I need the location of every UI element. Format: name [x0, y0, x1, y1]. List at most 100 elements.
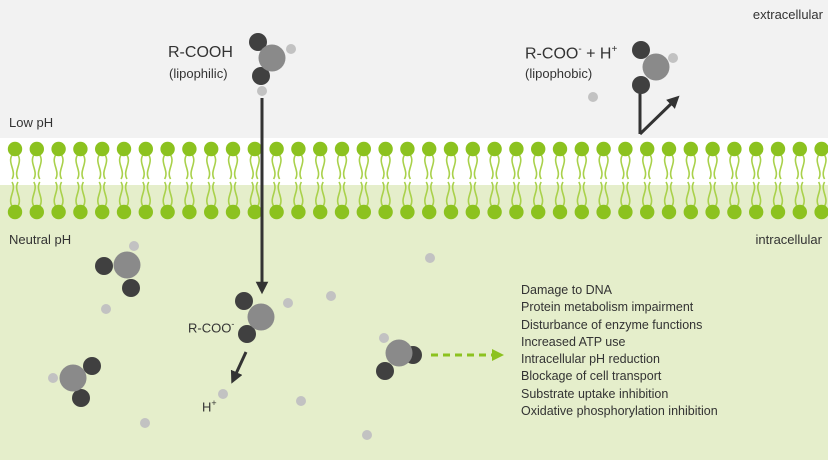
lipid-head — [182, 204, 197, 220]
anion-inside-label: R-COO- — [188, 319, 234, 335]
ion-plus-text: + H — [581, 45, 612, 63]
extracellular-label: extracellular — [752, 7, 823, 22]
lipid-tail — [669, 154, 675, 180]
lipid-tail — [539, 154, 544, 180]
lipid-tail — [336, 181, 342, 207]
lipid-tail — [467, 154, 472, 180]
lipid-head — [443, 204, 459, 220]
lipid-head — [531, 141, 546, 157]
lipid-tail — [31, 181, 36, 207]
lipid-head — [291, 141, 306, 157]
proton-particle — [140, 418, 150, 428]
lipid-tail — [190, 154, 195, 180]
acid-property-label: (lipophilic) — [169, 66, 228, 81]
lipid-tail — [299, 181, 304, 207]
ion-formula-label: R-COO- + H+ — [525, 44, 617, 63]
lipid-tail — [642, 181, 647, 207]
effect-item: Substrate uptake inhibition — [521, 386, 669, 401]
lipid-head — [378, 204, 393, 220]
lipid-tail — [713, 154, 718, 180]
lipid-head — [422, 141, 437, 157]
lipid-head — [291, 204, 306, 220]
lipid-tail — [729, 154, 734, 180]
proton-charge: + — [611, 44, 618, 55]
lipid-head — [640, 141, 655, 157]
lipid-head — [443, 141, 459, 157]
proton-particle — [362, 430, 372, 440]
lipid-tail — [315, 181, 320, 207]
lipid-head — [7, 204, 23, 220]
lipid-tail — [642, 154, 647, 180]
lipid-head — [7, 141, 23, 157]
lipid-tail — [386, 154, 391, 180]
proton-particle — [101, 304, 111, 314]
lipid-tail — [380, 181, 385, 207]
lipid-tail — [582, 181, 587, 207]
lipid-tail — [685, 181, 690, 207]
proton-particle — [218, 389, 228, 399]
proton-particle — [425, 253, 435, 263]
lipid-tail — [772, 181, 778, 207]
low-ph-label: Low pH — [9, 115, 54, 130]
lipid-tail — [97, 181, 102, 207]
lipid-tail — [620, 181, 625, 207]
lipid-tail — [489, 181, 494, 207]
lipid-tail — [778, 154, 784, 180]
lipid-head — [51, 141, 66, 157]
acid-molecule-inside — [95, 241, 141, 297]
lipid-head — [138, 141, 153, 157]
lipid-tail — [118, 154, 124, 180]
effect-item: Intracellular pH reduction — [521, 352, 660, 367]
lipid-tail — [495, 181, 500, 207]
ion-property-label: (lipophobic) — [525, 66, 593, 81]
lipid-tail — [648, 181, 653, 207]
effect-item: Protein metabolism impairment — [521, 300, 694, 315]
lipid-head — [29, 204, 44, 220]
lipid-tail — [408, 154, 413, 180]
acid-molecule-inside — [48, 357, 101, 407]
lipid-tail — [277, 154, 282, 180]
lipid-tail — [277, 181, 282, 207]
lipid-tail — [554, 154, 560, 180]
lipid-head — [29, 141, 44, 157]
lipid-tail — [75, 181, 80, 207]
lipid-tail — [37, 154, 42, 180]
lipid-tail — [576, 181, 581, 207]
lipid-tail — [598, 181, 603, 207]
lipid-tail — [729, 181, 734, 207]
lipid-tail — [249, 181, 254, 207]
lipid-tail — [103, 154, 108, 180]
lipid-head — [356, 204, 371, 220]
lipid-tail — [511, 154, 516, 180]
lipid-head — [596, 204, 611, 220]
lipid-tail — [707, 154, 712, 180]
lipid-head — [705, 204, 720, 220]
lipid-head — [683, 204, 698, 220]
lipid-tail — [533, 154, 538, 180]
lipid-head — [225, 204, 241, 220]
lipid-tail — [293, 154, 298, 180]
lipid-tail — [445, 154, 451, 180]
lipid-head — [574, 141, 589, 157]
lipid-tail — [495, 154, 500, 180]
lipid-head — [661, 141, 677, 157]
lipid-tail — [402, 154, 407, 180]
lipid-head — [138, 204, 153, 220]
lipid-tail — [342, 154, 348, 180]
intracellular-label: intracellular — [755, 232, 822, 247]
lipid-tail — [190, 181, 195, 207]
lipid-tail — [212, 181, 217, 207]
lipid-tail — [321, 181, 326, 207]
lipid-head — [727, 204, 742, 220]
lipid-head — [770, 141, 786, 157]
lipid-tail — [271, 181, 276, 207]
lipid-tail — [299, 154, 304, 180]
lipid-tail — [168, 154, 173, 180]
lipid-head — [160, 141, 175, 157]
acid-molecule-outside — [249, 33, 296, 85]
lipid-head — [334, 204, 350, 220]
lipid-tail — [626, 154, 631, 180]
proton-release-arrow — [230, 351, 248, 384]
